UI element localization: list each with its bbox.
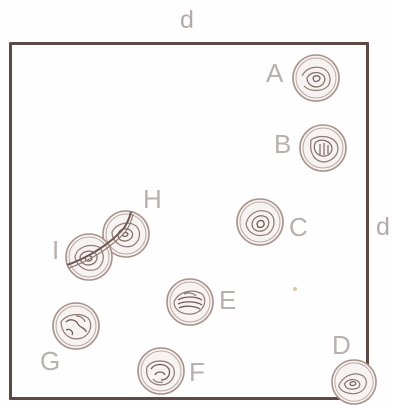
paper-speck bbox=[292, 286, 298, 292]
